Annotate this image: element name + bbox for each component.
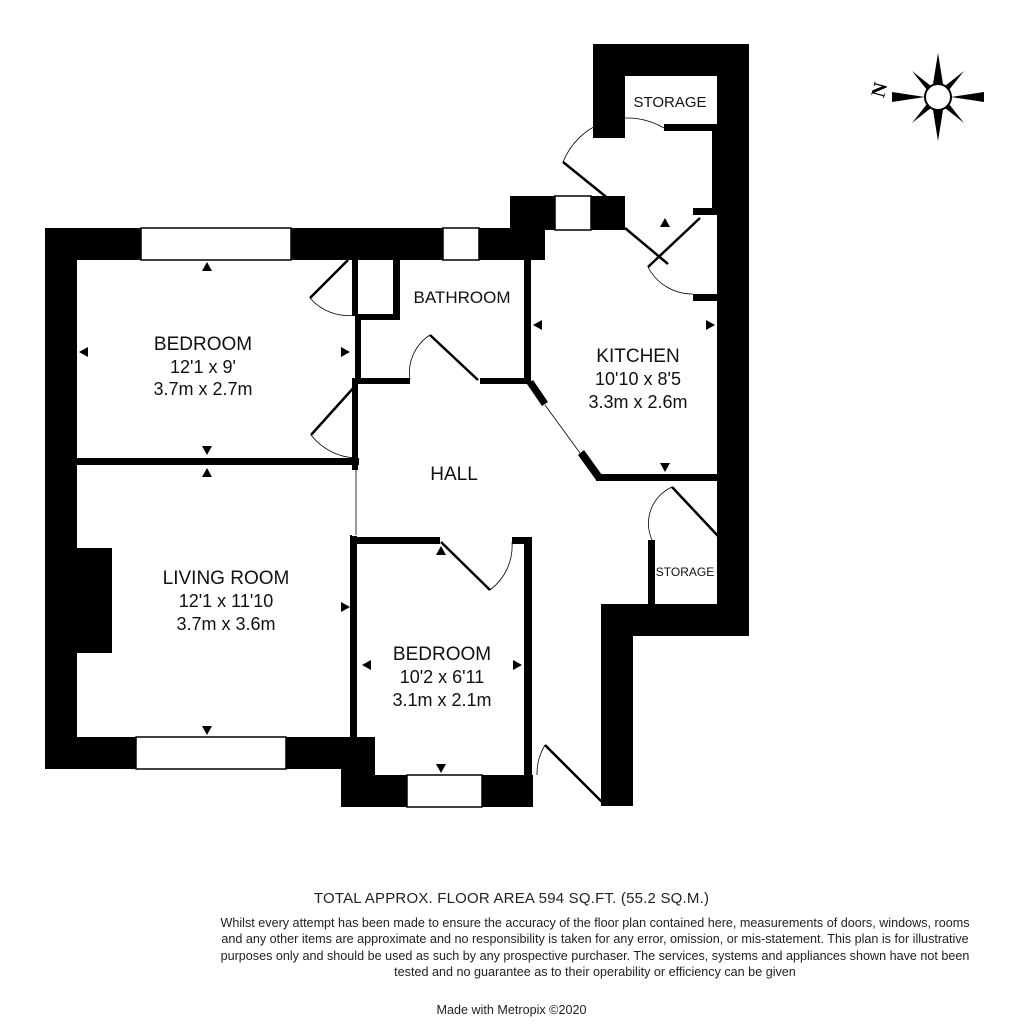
living-dim-imperial: 12'1 x 11'10 bbox=[179, 591, 274, 611]
bedroom1-name: BEDROOM bbox=[154, 334, 252, 355]
bedroom1-dim-metric: 3.7m x 2.7m bbox=[153, 379, 252, 399]
living-name: LIVING ROOM bbox=[163, 568, 290, 589]
interior-walls bbox=[77, 124, 721, 777]
dimension-markers bbox=[79, 218, 715, 773]
bedroom2-dim-metric: 3.1m x 2.1m bbox=[392, 690, 491, 710]
room-labels: BEDROOM 12'1 x 9' 3.7m x 2.7m KITCHEN 10… bbox=[153, 94, 714, 710]
hall-name: HALL bbox=[430, 464, 478, 485]
living-dim-metric: 3.7m x 3.6m bbox=[176, 614, 275, 634]
bedroom2-dim-imperial: 10'2 x 6'11 bbox=[400, 667, 485, 687]
kitchen-name: KITCHEN bbox=[596, 346, 679, 367]
total-floor-area: TOTAL APPROX. FLOOR AREA 594 SQ.FT. (55.… bbox=[313, 890, 710, 907]
storage-top-name: STORAGE bbox=[633, 94, 706, 111]
floor-plan: BEDROOM 12'1 x 9' 3.7m x 2.7m KITCHEN 10… bbox=[45, 44, 984, 808]
doors bbox=[309, 117, 719, 803]
north-label: N bbox=[867, 80, 892, 100]
credit-text: Made with Metropix ©2020 bbox=[436, 1003, 587, 1017]
kitchen-dim-metric: 3.3m x 2.6m bbox=[588, 392, 687, 412]
bedroom2-name: BEDROOM bbox=[393, 644, 491, 665]
kitchen-dim-imperial: 10'10 x 8'5 bbox=[595, 369, 681, 389]
windows bbox=[135, 195, 592, 808]
bathroom-name: BATHROOM bbox=[414, 288, 511, 307]
storage-side-name: STORAGE bbox=[656, 565, 714, 579]
compass-rose-icon: N bbox=[867, 53, 984, 141]
door-openings bbox=[352, 470, 358, 536]
disclaimer-text: Whilst every attempt has been made to en… bbox=[220, 916, 970, 979]
bedroom1-dim-imperial: 12'1 x 9' bbox=[170, 357, 236, 377]
